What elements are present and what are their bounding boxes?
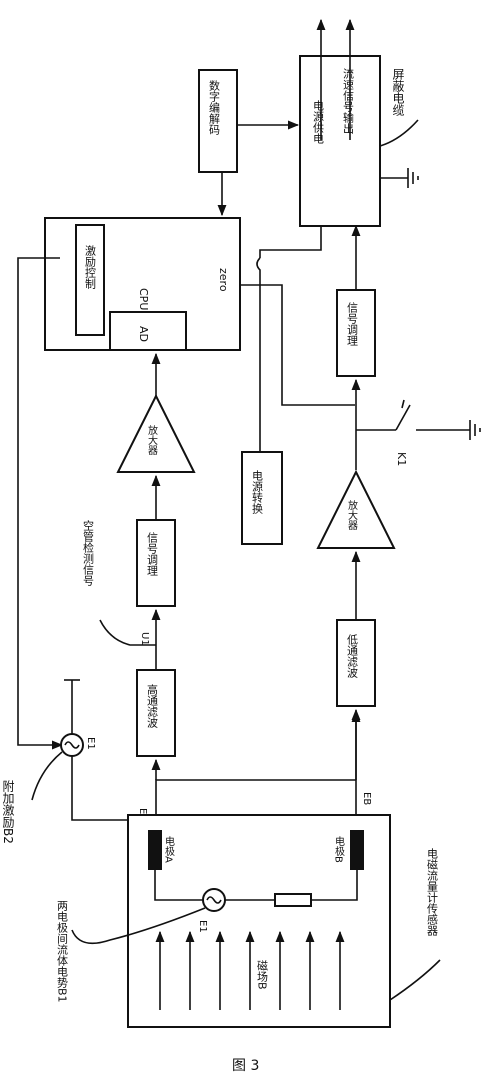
signal-conditioning-right-label: 信号调理 [346,302,359,346]
aux-excitation-source: E1 附加激励B2 [1,257,150,844]
signal-conditioning-top-label: 信号调理 [146,532,159,576]
sensor-block: 电极A 电极B E1 磁场B [127,814,391,1028]
amplifier-top: 放大器 [116,352,196,520]
output-block: 电源供电 流速信号输出 [299,18,419,227]
e1-right-label: E1 [85,737,96,750]
sensor-label: 电磁流量计传感器 [426,848,439,937]
electrode-b-label: 电极B [333,835,345,863]
power-convert-block: 电源转换 [241,451,283,545]
shield-cable-callout: 屏蔽电缆 [379,68,419,147]
lowpass-filter-block: 低通滤波 [336,619,376,820]
shield-cable-label: 屏蔽电缆 [391,68,405,116]
ad-label: AD [137,326,150,342]
cpu-label: CPU [137,288,150,310]
k1-label: K1 [395,452,408,466]
flow-signal-output-label: 流速信号输出 [342,67,355,134]
electrode-a-label: 电极A [163,835,175,863]
fluid-emf-label: 两电极间流体电势B1 [56,900,69,1003]
figure-caption: 图 3 [232,1058,259,1074]
amplifier-top-label: 放大器 [146,424,158,456]
power-convert-label: 电源转换 [251,470,264,515]
excitation-control-label: 激励控制 [84,244,97,289]
magnetic-field-label: 磁场B [256,960,269,990]
amplifier-right: 放大器 [316,469,396,620]
digital-codec-block: 数字编解码 [198,69,300,217]
lowpass-filter-label: 低通滤波 [346,634,359,679]
highpass-filter-block: 高通滤波 [136,669,176,780]
sensor-callout: 电磁流量计传感器 [389,848,441,1001]
eb-label: EB [361,792,372,805]
fluid-emf-callout: 两电极间流体电势B1 [56,900,206,1003]
empty-pipe-signal-label: 空管检测信号 [82,519,95,587]
aux-excitation-label: 附加激励B2 [1,780,15,844]
power-supply-label: 电源供电 [312,100,325,144]
k1-switch: K1 [356,399,481,466]
e1-inside-label: E1 [197,920,208,933]
zero-label: zero [217,268,230,292]
signal-conditioning-top-block: 信号调理 [136,519,176,670]
signal-conditioning-right-block: 信号调理 [336,224,376,470]
empty-pipe-callout: U1 空管检测信号 [82,519,156,646]
amplifier-right-label: 放大器 [346,499,358,531]
u1-label: U1 [139,632,150,646]
digital-codec-label: 数字编解码 [208,80,221,136]
highpass-filter-label: 高通滤波 [146,683,159,729]
cpu-block: CPU zero 激励控制 AD [44,217,241,351]
